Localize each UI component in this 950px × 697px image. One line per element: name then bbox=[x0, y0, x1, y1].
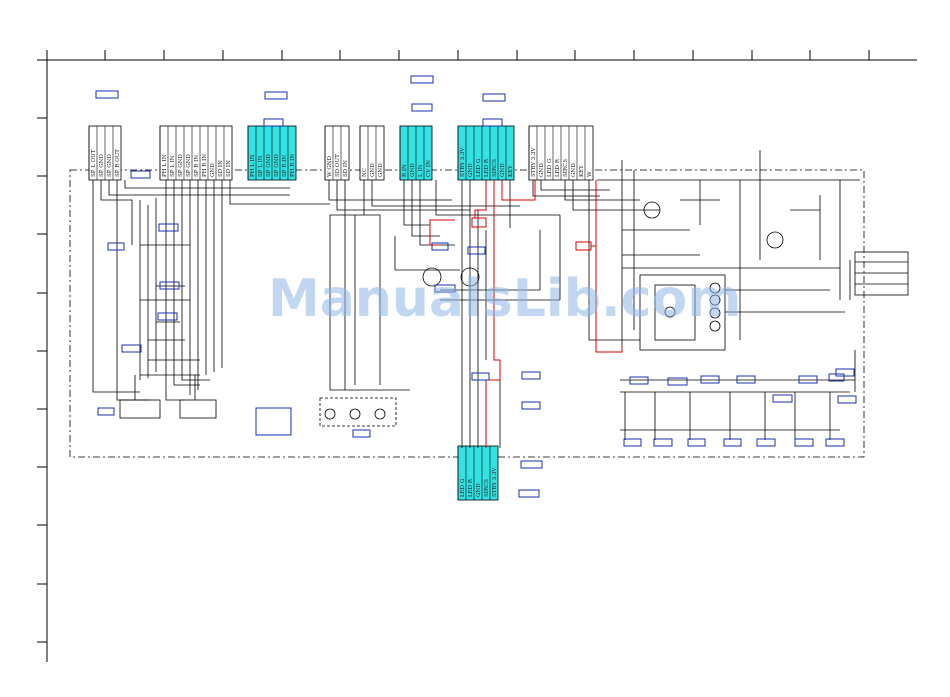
connector-2-pin-label: SD IN bbox=[226, 160, 232, 177]
connector-1-pin-label: SP GND bbox=[99, 154, 105, 177]
connector-6-pin-label: L IN bbox=[418, 164, 424, 177]
connector-2-pin-label: GND bbox=[210, 163, 216, 177]
highlight-wiring bbox=[429, 180, 623, 448]
connector-3-pin-label: SP R IN bbox=[282, 155, 288, 177]
connector-8-pin-label: KEY bbox=[579, 165, 585, 177]
connector-3-pin-label: SP GND bbox=[274, 154, 280, 177]
connector-bottom-pin-label: SIRCS bbox=[484, 479, 490, 497]
connector-bottom-pin-label: LED R bbox=[468, 478, 474, 497]
connector-8-pin-label: W bbox=[587, 171, 593, 177]
connector-3-pin-label: PH R IN bbox=[290, 154, 296, 177]
connector-7-pin-label: SIRCS bbox=[492, 159, 498, 177]
connector-8-pin-label: GND bbox=[539, 163, 545, 177]
connector-4-pin-label: SD IN bbox=[343, 160, 349, 177]
connector-7-pin-label: KEY bbox=[508, 165, 514, 177]
connector-8-pin-label: SIRCS bbox=[563, 159, 569, 177]
connector-7-pin-label: LED G bbox=[476, 159, 482, 177]
frame bbox=[37, 50, 917, 662]
reference-boxes bbox=[95, 75, 857, 498]
connector-7-pin-label: GND bbox=[468, 163, 474, 177]
connector-2-pin-label: SP L IN bbox=[170, 155, 176, 177]
connector-7-pin-label: GND bbox=[500, 163, 506, 177]
connector-2-pin-label: PH L IN bbox=[162, 154, 168, 177]
connector-7-pin-label: LED R bbox=[484, 158, 490, 177]
connector-2-pin-label: SP GND bbox=[186, 154, 192, 177]
connector-2-pin-label: SP R IN bbox=[194, 155, 200, 177]
connector-4-body bbox=[324, 125, 350, 181]
connector-8-pin-label: GND bbox=[571, 163, 577, 177]
connector-6-pin-label: CV IN bbox=[426, 160, 432, 177]
connector-8-pin-label: STBY 3.3V bbox=[531, 146, 537, 177]
connector-5-pin-label: GND bbox=[370, 163, 376, 177]
connector-2-pin-label: SP GND bbox=[178, 154, 184, 177]
connector-8-pin-label: LED G bbox=[547, 159, 553, 177]
connector-1-pin-label: SP R OUT bbox=[115, 149, 121, 177]
connector-5-pin-label: GND bbox=[378, 163, 384, 177]
connector-6-pin-label: GND bbox=[410, 163, 416, 177]
connector-1-pin-label: SP L OUT bbox=[91, 149, 97, 177]
connector-4-pin-label: SD OUT bbox=[335, 154, 341, 177]
connector-2-body bbox=[159, 125, 233, 181]
connector-7-pin-label: STBY 3.3V bbox=[460, 146, 466, 177]
connector-2-pin-label: SD IN bbox=[218, 160, 224, 177]
connector-6-pin-label: R IN bbox=[402, 164, 408, 177]
connector-1-pin-label: SP GND bbox=[107, 154, 113, 177]
watermark: ManualsLib.com bbox=[268, 269, 741, 329]
connector-2-pin-label: PH R IN bbox=[202, 154, 208, 177]
connector-8-pin-label: LED R bbox=[555, 158, 561, 177]
connector-bottom-pin-label: LED G bbox=[460, 479, 466, 497]
connector-5-pin-label: NC bbox=[362, 168, 368, 177]
connector-bottom-pin-label: GND bbox=[476, 483, 482, 497]
connector-3-pin-label: SP GND bbox=[266, 154, 272, 177]
connector-3-pin-label: SP L IN bbox=[258, 155, 264, 177]
connector-4-pin-label: W GND bbox=[327, 155, 333, 177]
connector-3-pin-label: PH L IN bbox=[250, 154, 256, 177]
connector-bottom-pin-label: STBY 3.3V bbox=[492, 466, 498, 497]
wiring bbox=[92, 150, 909, 448]
connector-5-body bbox=[359, 125, 385, 181]
